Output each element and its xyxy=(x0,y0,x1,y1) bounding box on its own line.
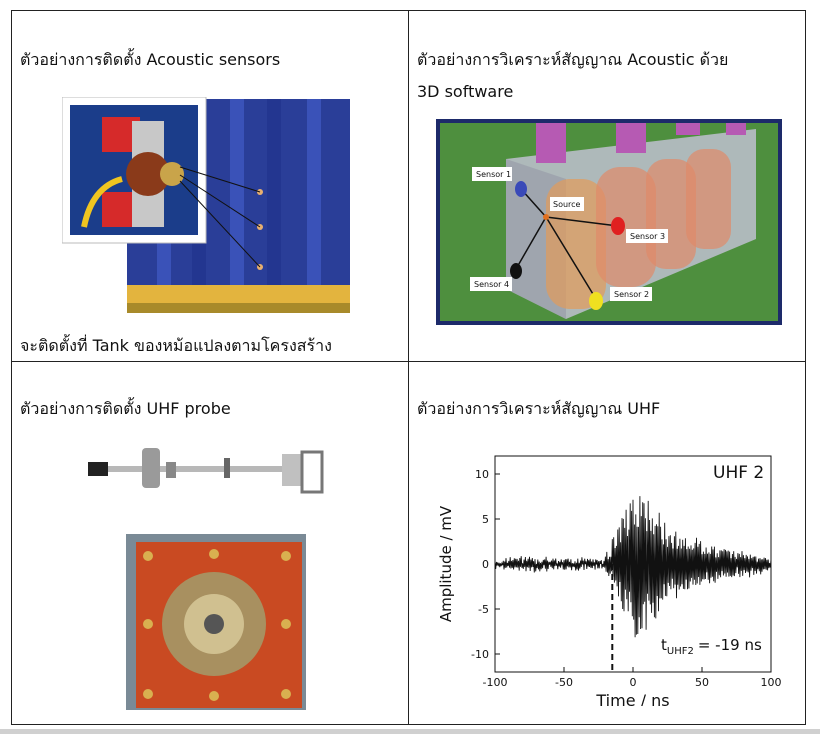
x-tick-label: 50 xyxy=(695,676,709,689)
acoustic-install-title: ตัวอย่างการติดตั้ง Acoustic sensors xyxy=(20,50,281,69)
table-divider-horizontal xyxy=(12,361,805,362)
uhf-probe-photo xyxy=(82,432,332,502)
y-tick-label: -5 xyxy=(478,603,489,616)
y-tick-label: 5 xyxy=(482,513,489,526)
y-tick-label: 0 xyxy=(482,558,489,571)
uhf-analysis-title: ตัวอย่างการวิเคราะห์สัญญาณ UHF xyxy=(417,399,661,418)
t-uhf2-annotation: tUHF2= -19 ns xyxy=(661,636,762,657)
x-tick-label: 0 xyxy=(630,676,637,689)
bottom-page-rule xyxy=(0,729,820,734)
cell-uhf-install: ตัวอย่างการติดตั้ง UHF probe xyxy=(12,362,408,726)
acoustic-analysis-title-line2: 3D software xyxy=(417,82,514,101)
x-tick-label: -50 xyxy=(555,676,573,689)
y-tick-label: 10 xyxy=(475,468,489,481)
label-sensor-1: Sensor 1 xyxy=(476,170,511,179)
transformer-tank-photo xyxy=(62,97,350,321)
table-divider-vertical xyxy=(408,11,409,724)
uhf-install-title: ตัวอย่างการติดตั้ง UHF probe xyxy=(20,399,231,418)
y-tick-label: -10 xyxy=(471,648,489,661)
x-tick-label: 100 xyxy=(761,676,782,689)
x-tick-label: -100 xyxy=(483,676,508,689)
acoustic-3d-render: Sensor 1 Source Sensor 3 Sensor 2 Sensor… xyxy=(436,119,782,325)
acoustic-analysis-title-line1: ตัวอย่างการวิเคราะห์สัญญาณ Acoustic ด้วย xyxy=(417,50,729,69)
label-sensor-2: Sensor 2 xyxy=(614,290,649,299)
y-axis-label: Amplitude / mV xyxy=(437,505,455,622)
chart-title: UHF 2 xyxy=(713,463,764,483)
label-sensor-3: Sensor 3 xyxy=(630,232,665,241)
x-axis-label: Time / ns xyxy=(595,691,669,706)
uhf-probe-mounted-photo xyxy=(126,534,306,710)
cell-acoustic-install: ตัวอย่างการติดตั้ง Acoustic sensors xyxy=(12,11,408,361)
figure-table: ตัวอย่างการติดตั้ง Acoustic sensors xyxy=(11,10,806,725)
label-source: Source xyxy=(553,200,581,209)
uhf-series-line xyxy=(494,496,772,638)
acoustic-install-caption: จะติดตั้งที่ Tank ของหม้อแปลงตามโครงสร้า… xyxy=(20,336,332,355)
label-sensor-4: Sensor 4 xyxy=(474,280,509,289)
cell-acoustic-analysis: ตัวอย่างการวิเคราะห์สัญญาณ Acoustic ด้วย… xyxy=(409,11,807,361)
